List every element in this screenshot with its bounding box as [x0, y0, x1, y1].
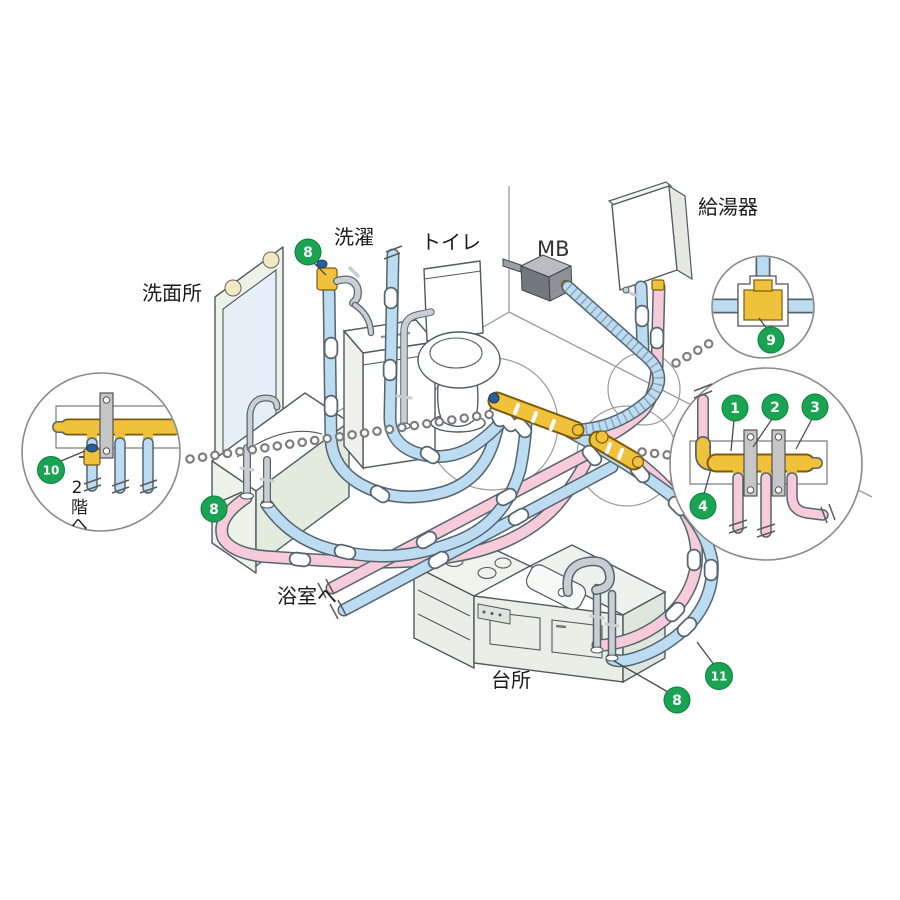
vanity-light-icon [224, 279, 242, 297]
labels: 洗面所 洗濯 トイレ MB 給湯器 浴室へ 台所 [142, 195, 758, 692]
callout-leader-lines [60, 261, 813, 693]
tee-joint-body [743, 289, 783, 321]
callout-badges: 1 2 3 4 8 8 8 9 10 11 [37, 238, 829, 714]
callout-badge-8-laundry: 8 [294, 238, 322, 266]
vanity-light-icon [262, 251, 280, 269]
water-heater-unit [607, 181, 693, 291]
kitchen-label: 台所 [491, 668, 531, 692]
to-second-floor-label: 2階へ [67, 478, 87, 532]
to-bathroom-label: 浴室へ [277, 584, 337, 608]
toilet-tank [423, 260, 484, 342]
in-wall-pipe-chains [185, 334, 722, 464]
callout-badge-3: 3 [801, 393, 829, 421]
callout-badge-1: 1 [721, 394, 749, 422]
svg-text:10: 10 [43, 464, 60, 478]
water-heater-label: 給湯器 [698, 195, 758, 219]
callout-badge-2: 2 [761, 393, 789, 421]
detail-circle-manifold [669, 367, 863, 561]
toilet-label: トイレ [421, 230, 481, 254]
toilet-figure [417, 260, 501, 433]
svg-text:3: 3 [810, 400, 820, 416]
callout-badge-9: 9 [757, 326, 785, 354]
detail-circle-tee [711, 255, 815, 359]
callout-badge-11: 11 [705, 662, 733, 690]
kitchen-faucet-icon [563, 557, 614, 596]
toilet-bowl [417, 331, 501, 389]
laundry-faucet-icon [334, 276, 361, 306]
manifold-headers [487, 391, 645, 471]
callout-badge-4: 4 [689, 492, 717, 520]
svg-text:8: 8 [303, 245, 313, 261]
meter-box [502, 254, 573, 302]
svg-text:2: 2 [770, 400, 780, 416]
callout-badge-10: 10 [37, 456, 65, 484]
washbasin-faucet-icon [247, 395, 280, 451]
pipe-cut-marks [317, 245, 403, 620]
washroom-label: 洗面所 [142, 281, 202, 305]
svg-text:8: 8 [672, 693, 682, 709]
toilet-supply-pipe [401, 309, 434, 427]
chrome-fittings [239, 259, 665, 662]
detail-circle-second-floor: 2階へ [21, 372, 181, 532]
callout-badge-8-washbasin: 8 [200, 495, 228, 523]
meter-box-label: MB [537, 237, 570, 261]
laundry-label: 洗濯 [334, 225, 374, 249]
svg-text:11: 11 [711, 670, 728, 684]
callout-badge-8-kitchen: 8 [663, 686, 691, 714]
svg-text:8: 8 [209, 502, 219, 518]
svg-text:9: 9 [766, 333, 776, 349]
hot-manifold [590, 432, 642, 469]
washroom-vanity [211, 246, 350, 574]
svg-text:1: 1 [730, 401, 740, 417]
svg-text:4: 4 [698, 499, 708, 515]
